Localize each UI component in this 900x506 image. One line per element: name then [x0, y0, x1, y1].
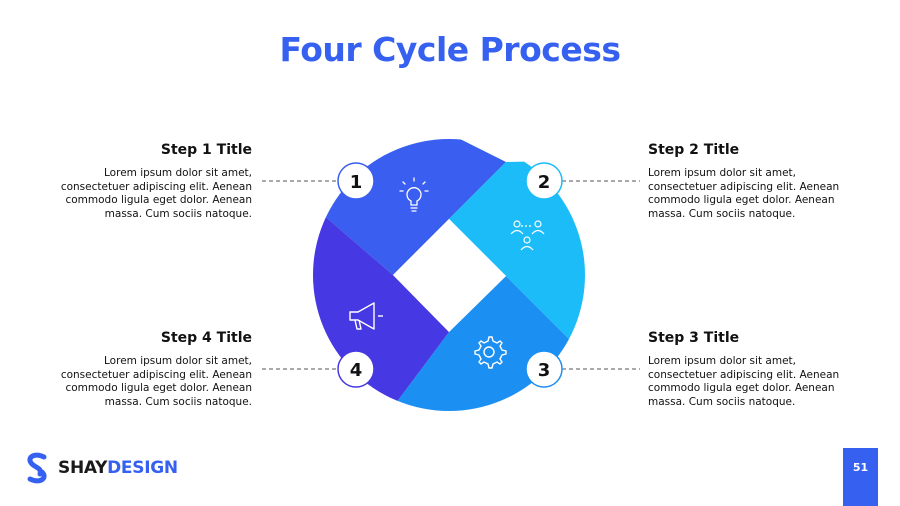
step-1-badge: 1 — [337, 162, 375, 200]
step-2-number: 2 — [538, 172, 551, 193]
network-people-icon — [510, 220, 545, 251]
brand-name-part1: SHAY — [58, 458, 108, 478]
step-1-title: Step 1 Title — [160, 142, 252, 158]
brand-logo: SHAYDESIGN — [22, 452, 178, 484]
logo-icon — [27, 452, 47, 484]
step-2-badge: 2 — [525, 162, 563, 200]
step-2-text: Lorem ipsum dolor sit amet, consectetuer… — [648, 167, 840, 220]
step-2-title: Step 2 Title — [648, 142, 740, 158]
step-3-badge: 3 — [525, 350, 563, 388]
brand-name-part2: DESIGN — [107, 458, 178, 478]
step-4-title: Step 4 Title — [160, 330, 252, 346]
center-diamond — [393, 219, 506, 332]
step-3-text: Lorem ipsum dolor sit amet, consectetuer… — [648, 355, 840, 408]
step-4-text: Lorem ipsum dolor sit amet, consectetuer… — [60, 355, 252, 408]
step-1-text: Lorem ipsum dolor sit amet, consectetuer… — [60, 167, 252, 220]
step-4-badge: 4 — [337, 350, 375, 388]
megaphone-icon — [349, 302, 383, 330]
step-1-number: 1 — [350, 172, 363, 193]
page-number: 51 — [843, 448, 878, 506]
step-4-number: 4 — [350, 360, 363, 381]
gear-icon — [474, 336, 507, 369]
step-3-title: Step 3 Title — [648, 330, 740, 346]
segment-2 — [449, 160, 585, 340]
page-title: Four Cycle Process — [279, 30, 621, 69]
lightbulb-icon — [399, 177, 429, 212]
step-3-number: 3 — [538, 360, 551, 381]
